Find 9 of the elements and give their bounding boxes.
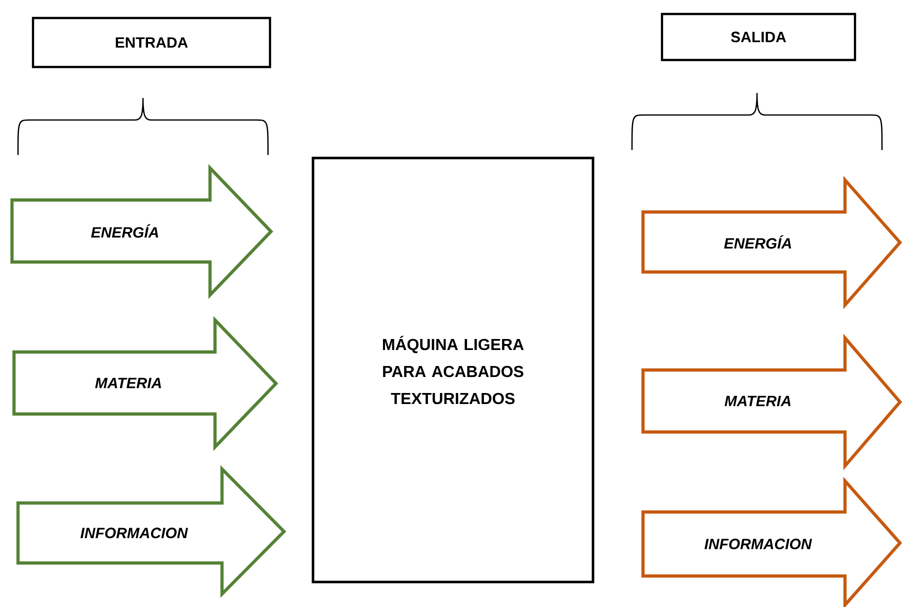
pointer-box: MATERIA: [641, 334, 902, 470]
machine-box: MÁQUINA LIGERA PARA ACABADOS TEXTURIZADOS: [312, 156, 594, 584]
pointer-box: ENERGÍA: [10, 164, 274, 299]
pointer-box: INFORMACION: [16, 465, 286, 598]
title-box: ENTRADA: [32, 16, 272, 68]
pointer-box: MATERIA: [12, 316, 278, 451]
title-box: SALIDA: [660, 12, 856, 62]
pointer-box: INFORMACION: [641, 476, 902, 607]
pointer-box: ENERGÍA: [641, 176, 902, 310]
